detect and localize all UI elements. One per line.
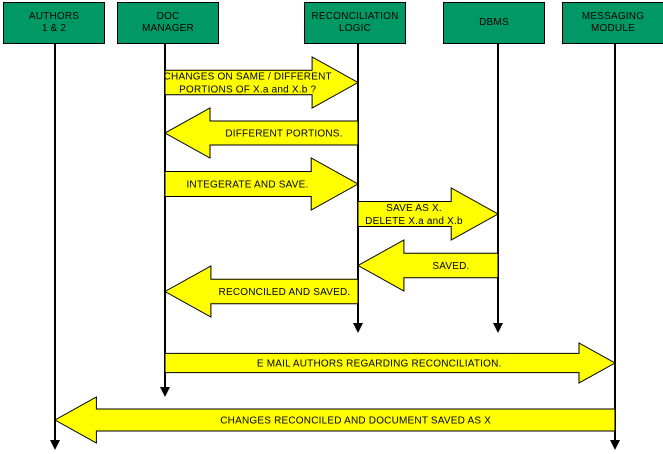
message-label-1: CHANGES ON SAME / DIFFERENT PORTIONS OF X… — [164, 72, 332, 96]
message-label-1-line-1: CHANGES ON SAME / DIFFERENT — [164, 72, 332, 83]
participant-messaging-module: MESSAGING MODULE — [562, 2, 663, 44]
message-arrow-5 — [356, 239, 499, 292]
message-label-7: E MAIL AUTHORS REGARDING RECONCILIATION. — [257, 359, 502, 370]
message-label-4-line-2: DELETE X.a and X.b — [365, 216, 463, 227]
participant-dbms-label: DBMS — [479, 17, 509, 28]
participant-authors-label: AUTHORS 1 & 2 — [28, 11, 80, 34]
message-label-4: SAVE AS X. DELETE X.a and X.b — [365, 203, 463, 227]
message-arrow-1 — [164, 56, 360, 109]
participant-authors: AUTHORS 1 & 2 — [3, 2, 105, 44]
message-arrow-6 — [163, 265, 359, 318]
participant-reconciliation-logic: RECONCILIATION LOGIC — [304, 2, 406, 44]
message-label-2-line-1: DIFFERENT PORTIONS. — [225, 129, 342, 140]
lifeline-end-arrow-doc-manager — [160, 387, 170, 397]
participant-doc-manager: DOC MANAGER — [117, 2, 219, 44]
message-label-4-line-1: SAVE AS X. — [386, 203, 442, 214]
participant-dbms: DBMS — [443, 2, 545, 44]
message-arrow-4 — [357, 187, 500, 241]
message-label-1-line-2: PORTIONS OF X.a and X.b ? — [179, 85, 316, 96]
message-label-2: DIFFERENT PORTIONS. — [225, 129, 342, 140]
participant-doc-manager-label: DOC MANAGER — [142, 11, 194, 34]
message-label-8-line-1: CHANGES RECONCILED AND DOCUMENT SAVED AS… — [220, 416, 491, 427]
message-arrow-7 — [164, 342, 617, 384]
lifeline-end-arrow-messaging-module — [610, 440, 620, 450]
lifeline-end-arrow-dbms — [493, 323, 503, 333]
participant-messaging-module-label: MESSAGING MODULE — [581, 11, 645, 34]
message-label-6-line-1: RECONCILED AND SAVED. — [219, 287, 351, 298]
message-arrow-3 — [164, 157, 360, 211]
message-label-5-line-1: SAVED. — [432, 261, 469, 272]
participant-reconciliation-logic-label: RECONCILIATION LOGIC — [311, 11, 399, 34]
lifeline-end-arrow-authors — [50, 440, 60, 450]
message-label-5: SAVED. — [432, 261, 469, 272]
message-label-6: RECONCILED AND SAVED. — [219, 287, 351, 298]
message-arrow-2 — [163, 107, 359, 159]
message-arrow-8 — [53, 396, 616, 444]
lifeline-end-arrow-reconciliation-logic — [353, 323, 363, 333]
message-label-3: INTEGERATE AND SAVE. — [186, 180, 308, 191]
message-label-8: CHANGES RECONCILED AND DOCUMENT SAVED AS… — [220, 416, 491, 427]
message-label-7-line-1: E MAIL AUTHORS REGARDING RECONCILIATION. — [257, 359, 502, 370]
message-label-3-line-1: INTEGERATE AND SAVE. — [186, 180, 308, 191]
